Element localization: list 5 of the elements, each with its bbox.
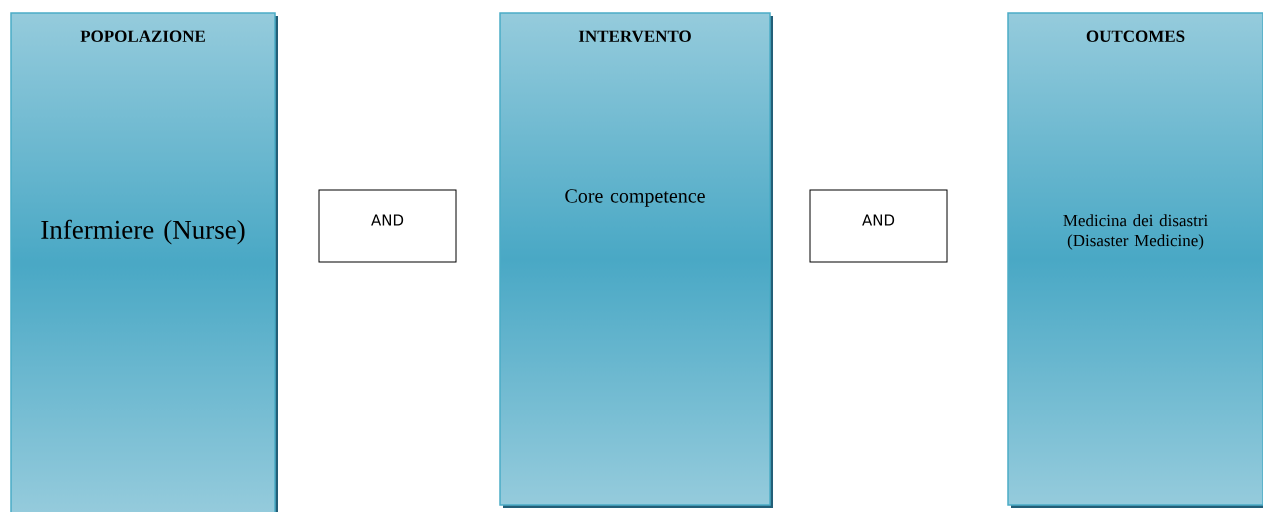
operator-box: AND (318, 189, 457, 263)
column-box: POPOLAZIONE Infermiere (Nurse) (10, 12, 278, 512)
column-box: OUTCOMES Medicina dei disastri (Disaster Medicine) (1007, 12, 1263, 508)
column-box: INTERVENTO Core competence (499, 12, 773, 508)
operator-box: AND (809, 189, 948, 263)
